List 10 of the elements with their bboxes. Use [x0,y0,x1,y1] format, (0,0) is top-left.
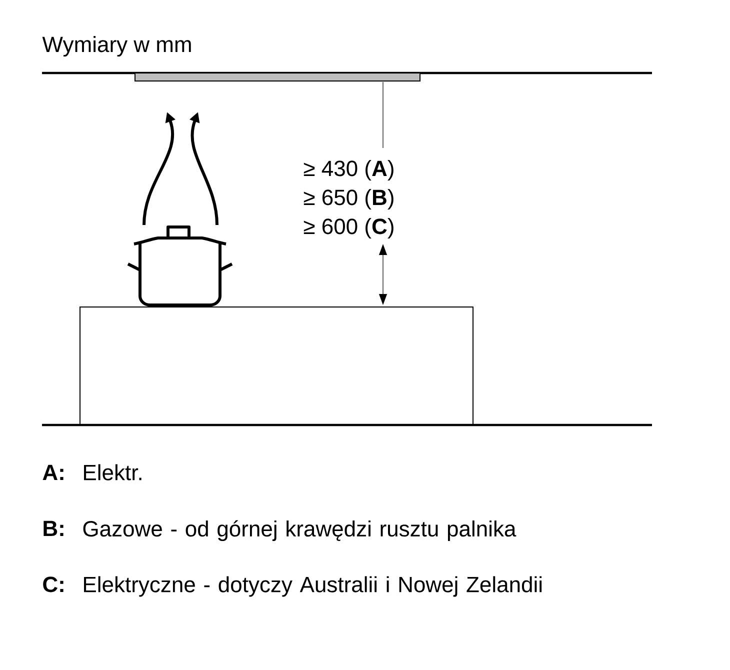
key-letter: C: [43,576,64,592]
heading: Wymiary w mm [42,36,191,57]
dimension-label: ≥ 650 (B) [304,189,394,210]
key-letter: B: [44,520,64,536]
key-description: Elektr. [84,464,142,480]
dimension-label: ≥ 430 (A) [304,160,394,181]
dimension-label: ≥ 600 (C) [304,218,394,239]
key-letter: A: [42,464,64,480]
key-description: Gazowe - od górnej krawędzi rusztu palnika [83,520,516,541]
key-description: Elektryczne - dotyczy Australii i Nowej Zelandii [84,576,542,597]
